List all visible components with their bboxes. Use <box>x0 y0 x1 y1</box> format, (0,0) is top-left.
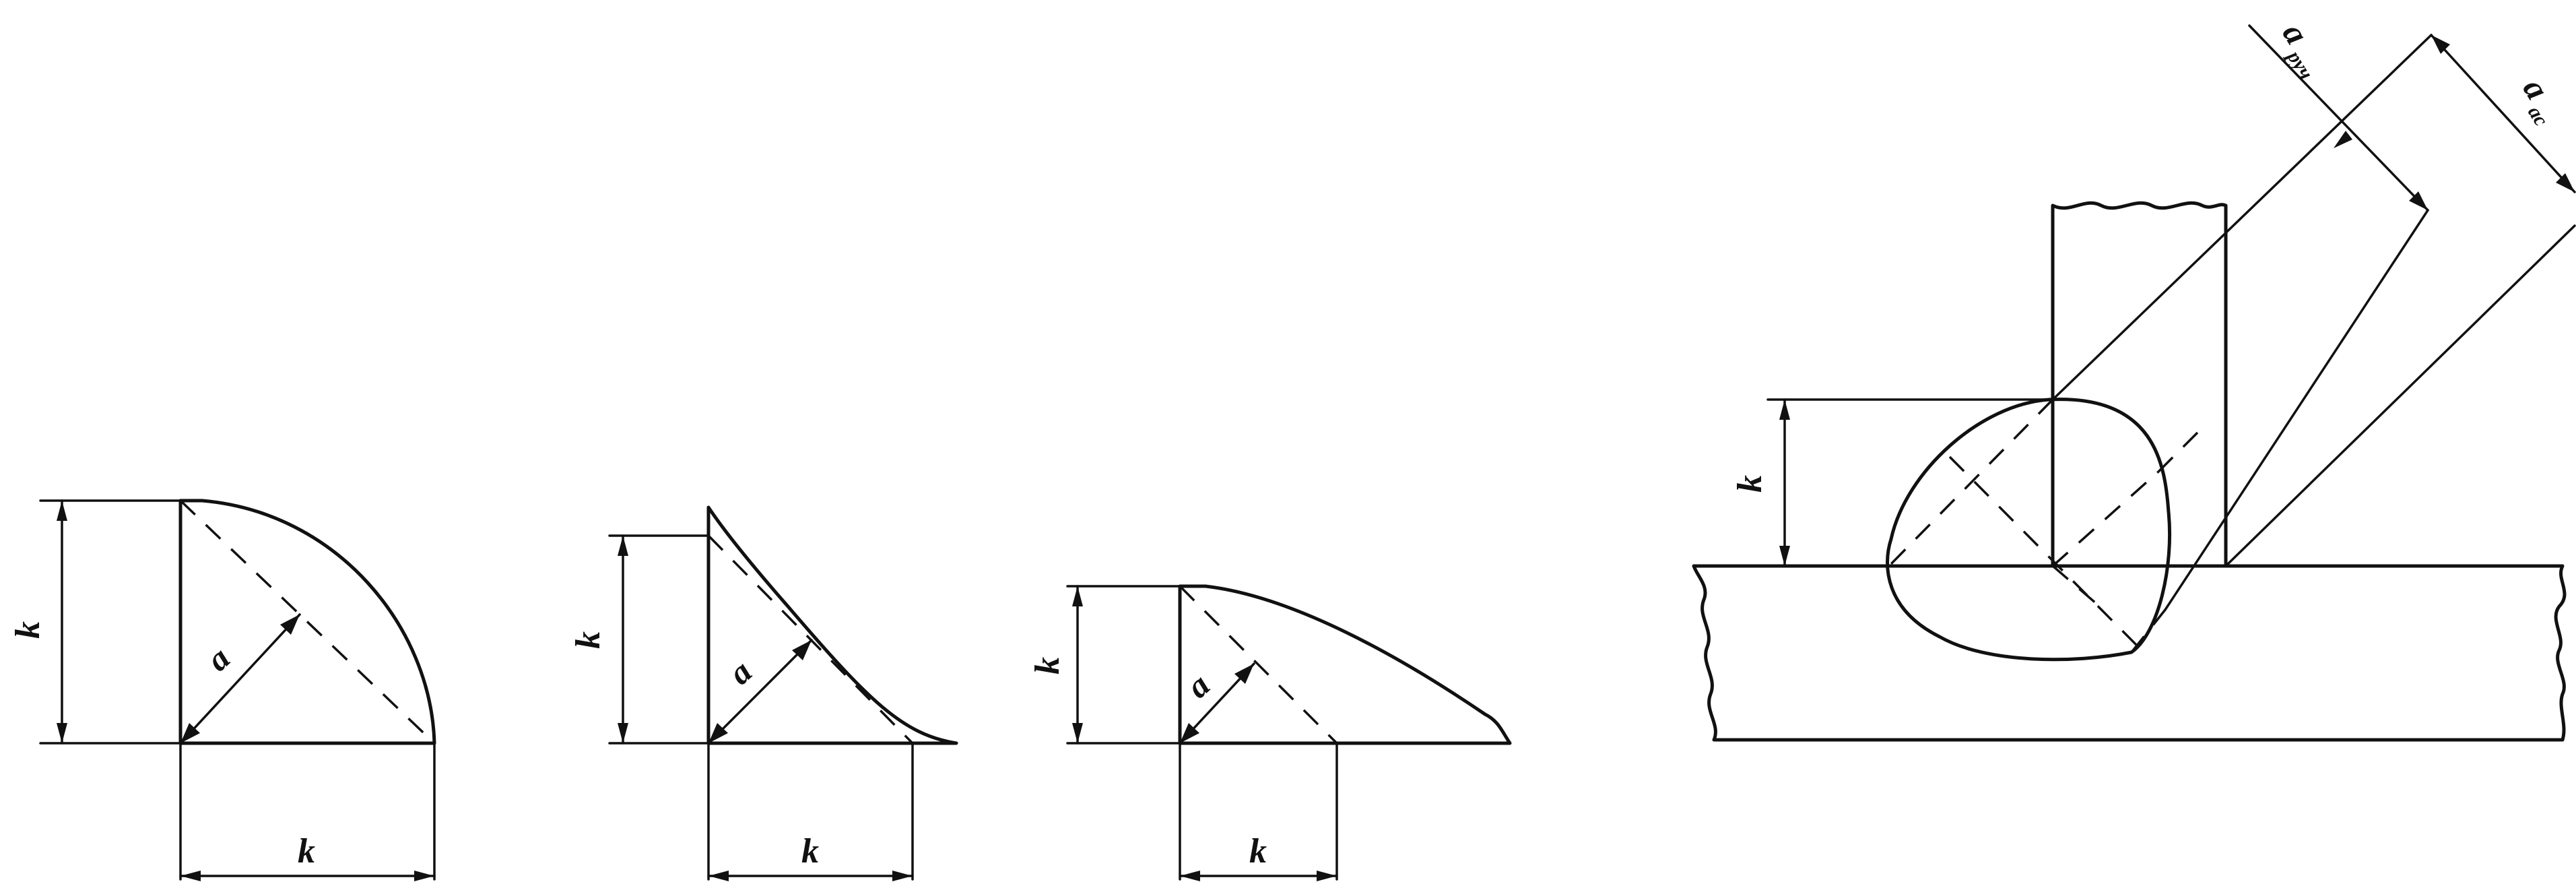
projection-line <box>2224 224 2576 567</box>
hypotenuse-dashed <box>179 499 436 745</box>
label-k: k <box>1731 475 1769 493</box>
fillet-weld-convex: k k a <box>9 499 436 881</box>
manual-throat-dashed <box>1888 398 2054 567</box>
base-plate <box>1692 564 2567 742</box>
dim-arrow <box>2334 131 2352 148</box>
throat-dashed <box>1948 455 2143 652</box>
projection-line <box>2051 34 2433 401</box>
t-joint-penetration: k a руч a ас <box>1692 16 2576 742</box>
throat-arrow <box>708 723 728 743</box>
dim-arrow <box>1779 546 1790 566</box>
dim-arrow <box>892 871 913 881</box>
projection-line <box>2164 209 2429 611</box>
flat-weld-profile <box>1178 584 1512 745</box>
dim-arrow <box>708 871 729 881</box>
concave-weld-profile <box>706 505 958 745</box>
label-k-vertical: k <box>569 631 607 649</box>
fillet-weld-concave: k k a <box>569 505 958 881</box>
dim-arrow <box>2409 191 2428 210</box>
penetration-dashed <box>2051 470 2160 567</box>
throat-arrow <box>1234 664 1254 684</box>
label-a-manual-sub: руч <box>2282 45 2317 84</box>
dim-arrow <box>618 723 628 743</box>
label-a-manual-main: a <box>2276 16 2317 51</box>
throat-arrow <box>280 615 300 635</box>
dim-arrow <box>414 871 434 881</box>
dim-arrow <box>1317 871 1337 881</box>
label-k-horizontal: k <box>801 832 819 871</box>
fillet-weld-flat: k k a <box>1028 584 1512 881</box>
root-dashed <box>2051 565 2103 609</box>
dim-arrow <box>1072 723 1083 743</box>
label-k-vertical: k <box>9 621 47 639</box>
throat-a-line <box>707 639 813 745</box>
hypotenuse-dashed <box>1179 585 1338 745</box>
label-a-auto-main: a <box>2516 71 2557 106</box>
dim-arrow <box>2431 35 2450 54</box>
label-a-manual: a руч <box>2276 16 2317 84</box>
hypotenuse-dashed <box>707 534 914 745</box>
dim-arrow <box>180 871 201 881</box>
dim-arrow <box>1180 871 1200 881</box>
vertical-plate <box>2051 201 2228 568</box>
label-a: a <box>721 652 759 691</box>
label-a: a <box>199 639 237 678</box>
dim-arrow <box>57 723 67 743</box>
label-k-horizontal: k <box>298 832 315 871</box>
label-k-horizontal: k <box>1249 832 1267 871</box>
dim-arrow <box>1072 586 1083 606</box>
dim-arrow <box>618 536 628 556</box>
dimension-line-a-manual <box>2248 24 2429 212</box>
dim-arrow <box>2556 173 2575 192</box>
throat-arrow <box>792 640 812 660</box>
dim-arrow <box>1779 400 1790 420</box>
label-a-auto-sub: ас <box>2523 102 2552 130</box>
penetration-dashed <box>2157 430 2200 473</box>
dim-arrow <box>57 501 67 521</box>
convex-weld-profile <box>178 499 436 745</box>
throat-arrow <box>180 723 200 743</box>
dimension-line-a-auto <box>2430 34 2576 193</box>
throat-arrow <box>1180 723 1199 743</box>
label-a-auto: a ас <box>2516 71 2557 130</box>
root-dashed <box>2130 608 2167 654</box>
weld-penetration-zone <box>1886 398 2172 662</box>
label-k-vertical: k <box>1028 657 1067 674</box>
throat-a-line <box>179 613 301 745</box>
label-a: a <box>1179 666 1217 705</box>
